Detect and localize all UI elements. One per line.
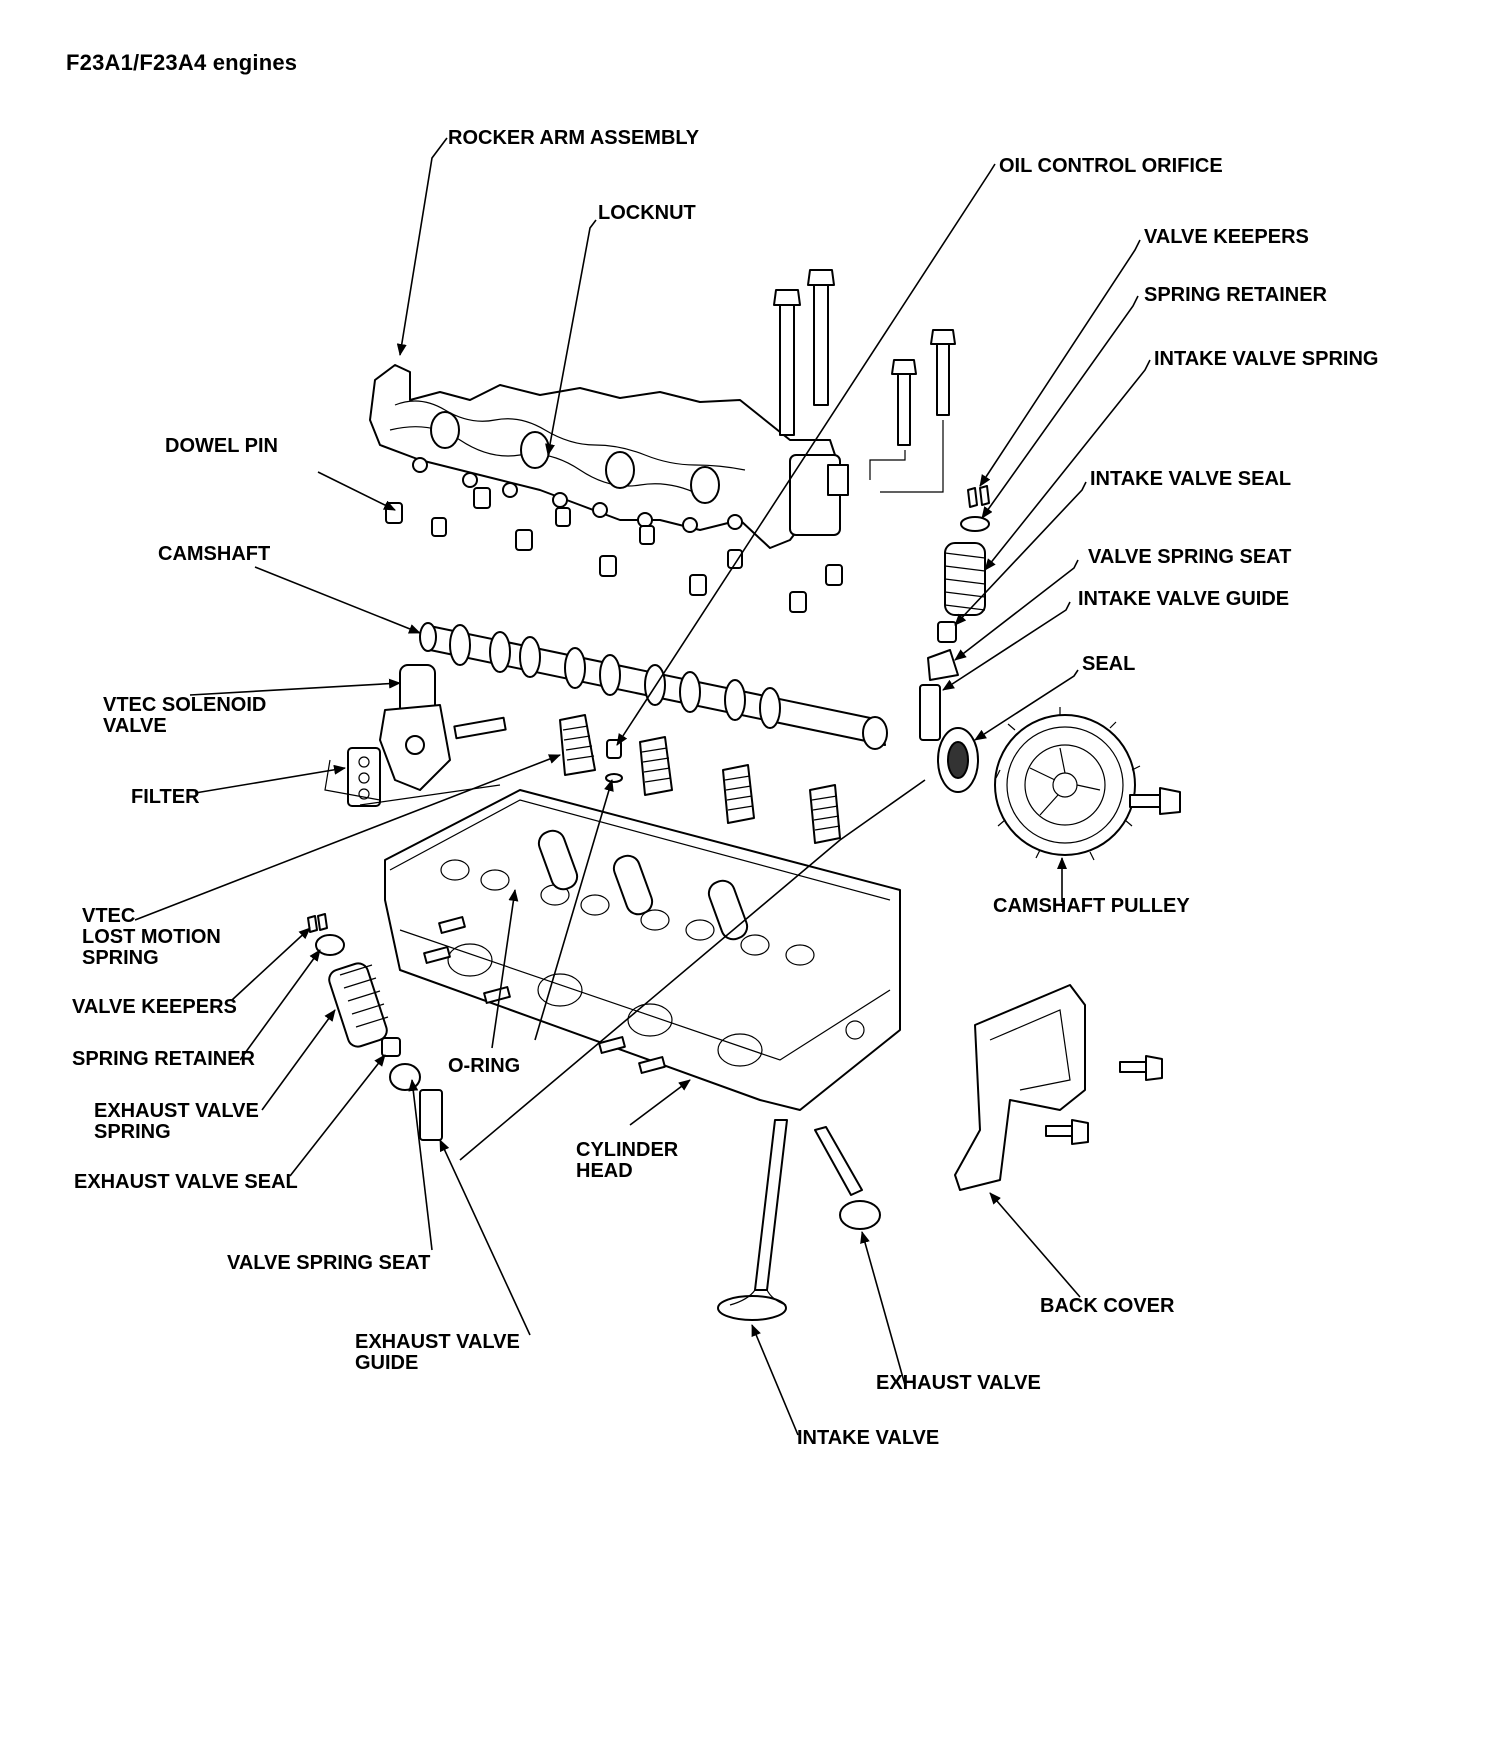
cylinder-head-bolts [773,269,956,493]
exhaust-valve [814,1126,881,1230]
label-filter: FILTER [131,786,200,808]
label-exhaust-valve-spring: EXHAUST VALVE SPRING [94,1100,259,1143]
leader-lines [134,137,1151,1436]
label-intake-valve-spring: INTAKE VALVE SPRING [1154,348,1379,370]
back-cover [954,984,1163,1191]
label-intake-valve-guide: INTAKE VALVE GUIDE [1078,588,1290,610]
intake-valve-stack [919,485,990,741]
rocker-arm-assembly [369,364,849,549]
label-intake-valve: INTAKE VALVE [797,1427,940,1449]
label-valve-keepers-bottom: VALVE KEEPERS [72,996,237,1018]
label-back-cover: BACK COVER [1040,1295,1175,1317]
label-camshaft-pulley: CAMSHAFT PULLEY [993,895,1190,917]
vtec-lost-motion-springs [559,714,841,844]
label-vtec-solenoid-valve: VTEC SOLENOID VALVE [103,694,267,737]
label-exhaust-valve-guide: EXHAUST VALVE GUIDE [355,1331,520,1374]
label-valve-spring-seat-top: VALVE SPRING SEAT [1088,546,1292,568]
label-seal: SEAL [1082,653,1136,675]
label-exhaust-valve: EXHAUST VALVE [876,1372,1041,1394]
page-title: F23A1/F23A4 engines [66,50,298,75]
label-exhaust-valve-seal: EXHAUST VALVE SEAL [74,1171,298,1193]
label-cylinder-head: CYLINDER HEAD [576,1139,679,1182]
label-spring-retainer-top: SPRING RETAINER [1144,284,1327,306]
label-locknut: LOCKNUT [598,202,696,224]
label-valve-spring-seat-bottom: VALVE SPRING SEAT [227,1252,431,1274]
label-valve-keepers-top: VALVE KEEPERS [1144,226,1309,248]
cylinder-head [384,789,901,1111]
intake-valve [717,1119,788,1321]
label-dowel-pin: DOWEL PIN [165,435,278,457]
label-vtec-lost-motion-spring: VTEC LOST MOTION SPRING [82,905,221,969]
label-o-ring: O-RING [448,1055,521,1077]
label-camshaft: CAMSHAFT [158,543,271,565]
camshaft-seal [937,727,979,793]
camshaft-pulley [994,707,1181,861]
vtec-solenoid-valve [324,664,507,807]
label-rocker-arm-assembly: ROCKER ARM ASSEMBLY [448,127,700,149]
camshaft [419,622,888,750]
label-intake-valve-seal: INTAKE VALVE SEAL [1090,468,1292,490]
label-spring-retainer-bottom: SPRING RETAINER [72,1048,255,1070]
label-oil-control-orifice: OIL CONTROL ORIFICE [999,155,1223,177]
